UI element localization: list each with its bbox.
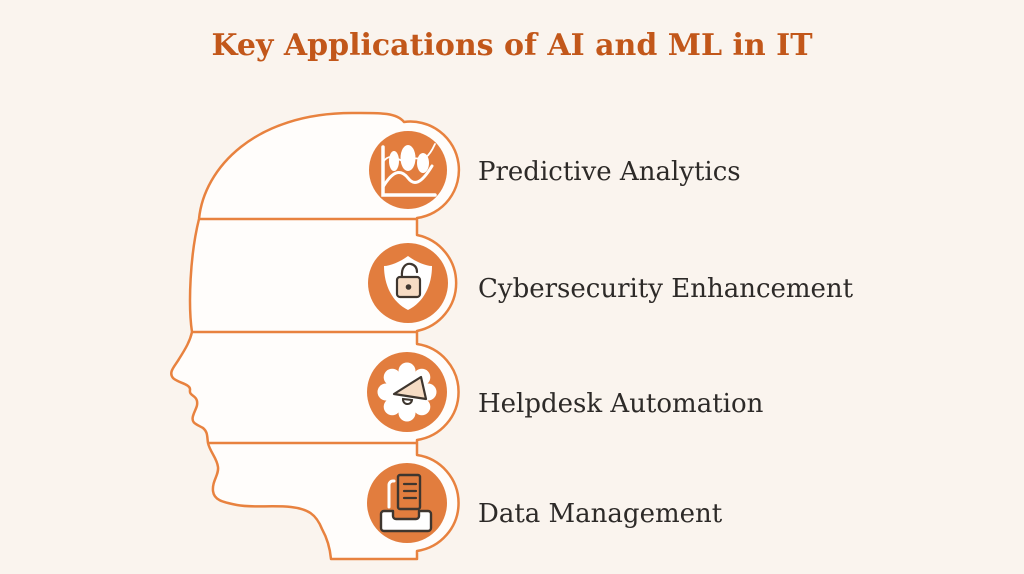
item-label-helpdesk-automation: Helpdesk Automation xyxy=(478,389,764,419)
page-title: Key Applications of AI and ML in IT xyxy=(211,28,813,63)
gear-megaphone-icon xyxy=(367,352,447,432)
item-label-predictive-analytics: Predictive Analytics xyxy=(478,157,741,187)
item-label-data-management: Data Management xyxy=(478,499,723,529)
item-label-cybersecurity-enhancement: Cybersecurity Enhancement xyxy=(478,274,854,304)
shield-lock-icon xyxy=(368,243,448,323)
line-chart-icon xyxy=(369,131,447,209)
head-outline xyxy=(170,111,461,561)
document-inbox-icon xyxy=(367,463,447,543)
